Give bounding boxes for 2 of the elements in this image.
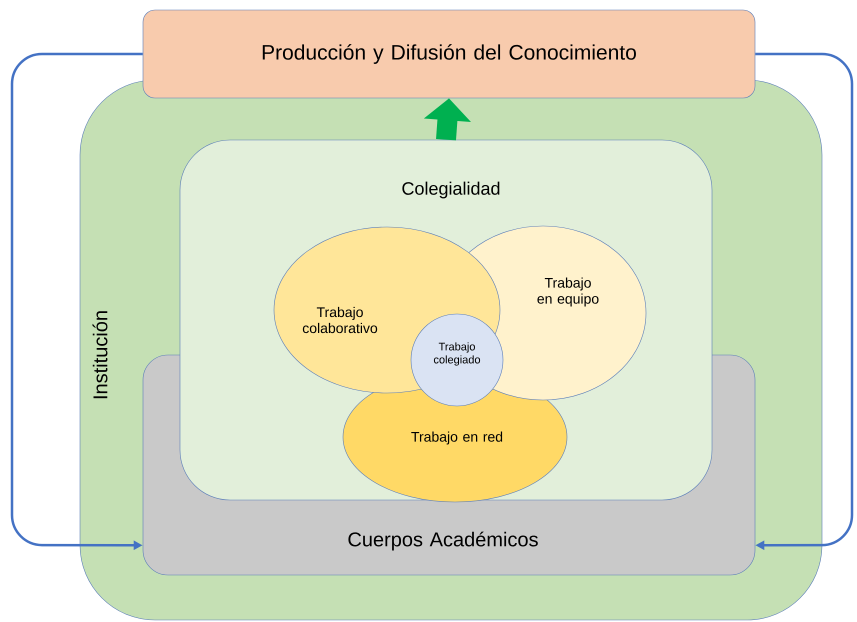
title-box: Producción y Difusión del Conocimiento (142, 10, 756, 98)
arrow (755, 52, 854, 550)
